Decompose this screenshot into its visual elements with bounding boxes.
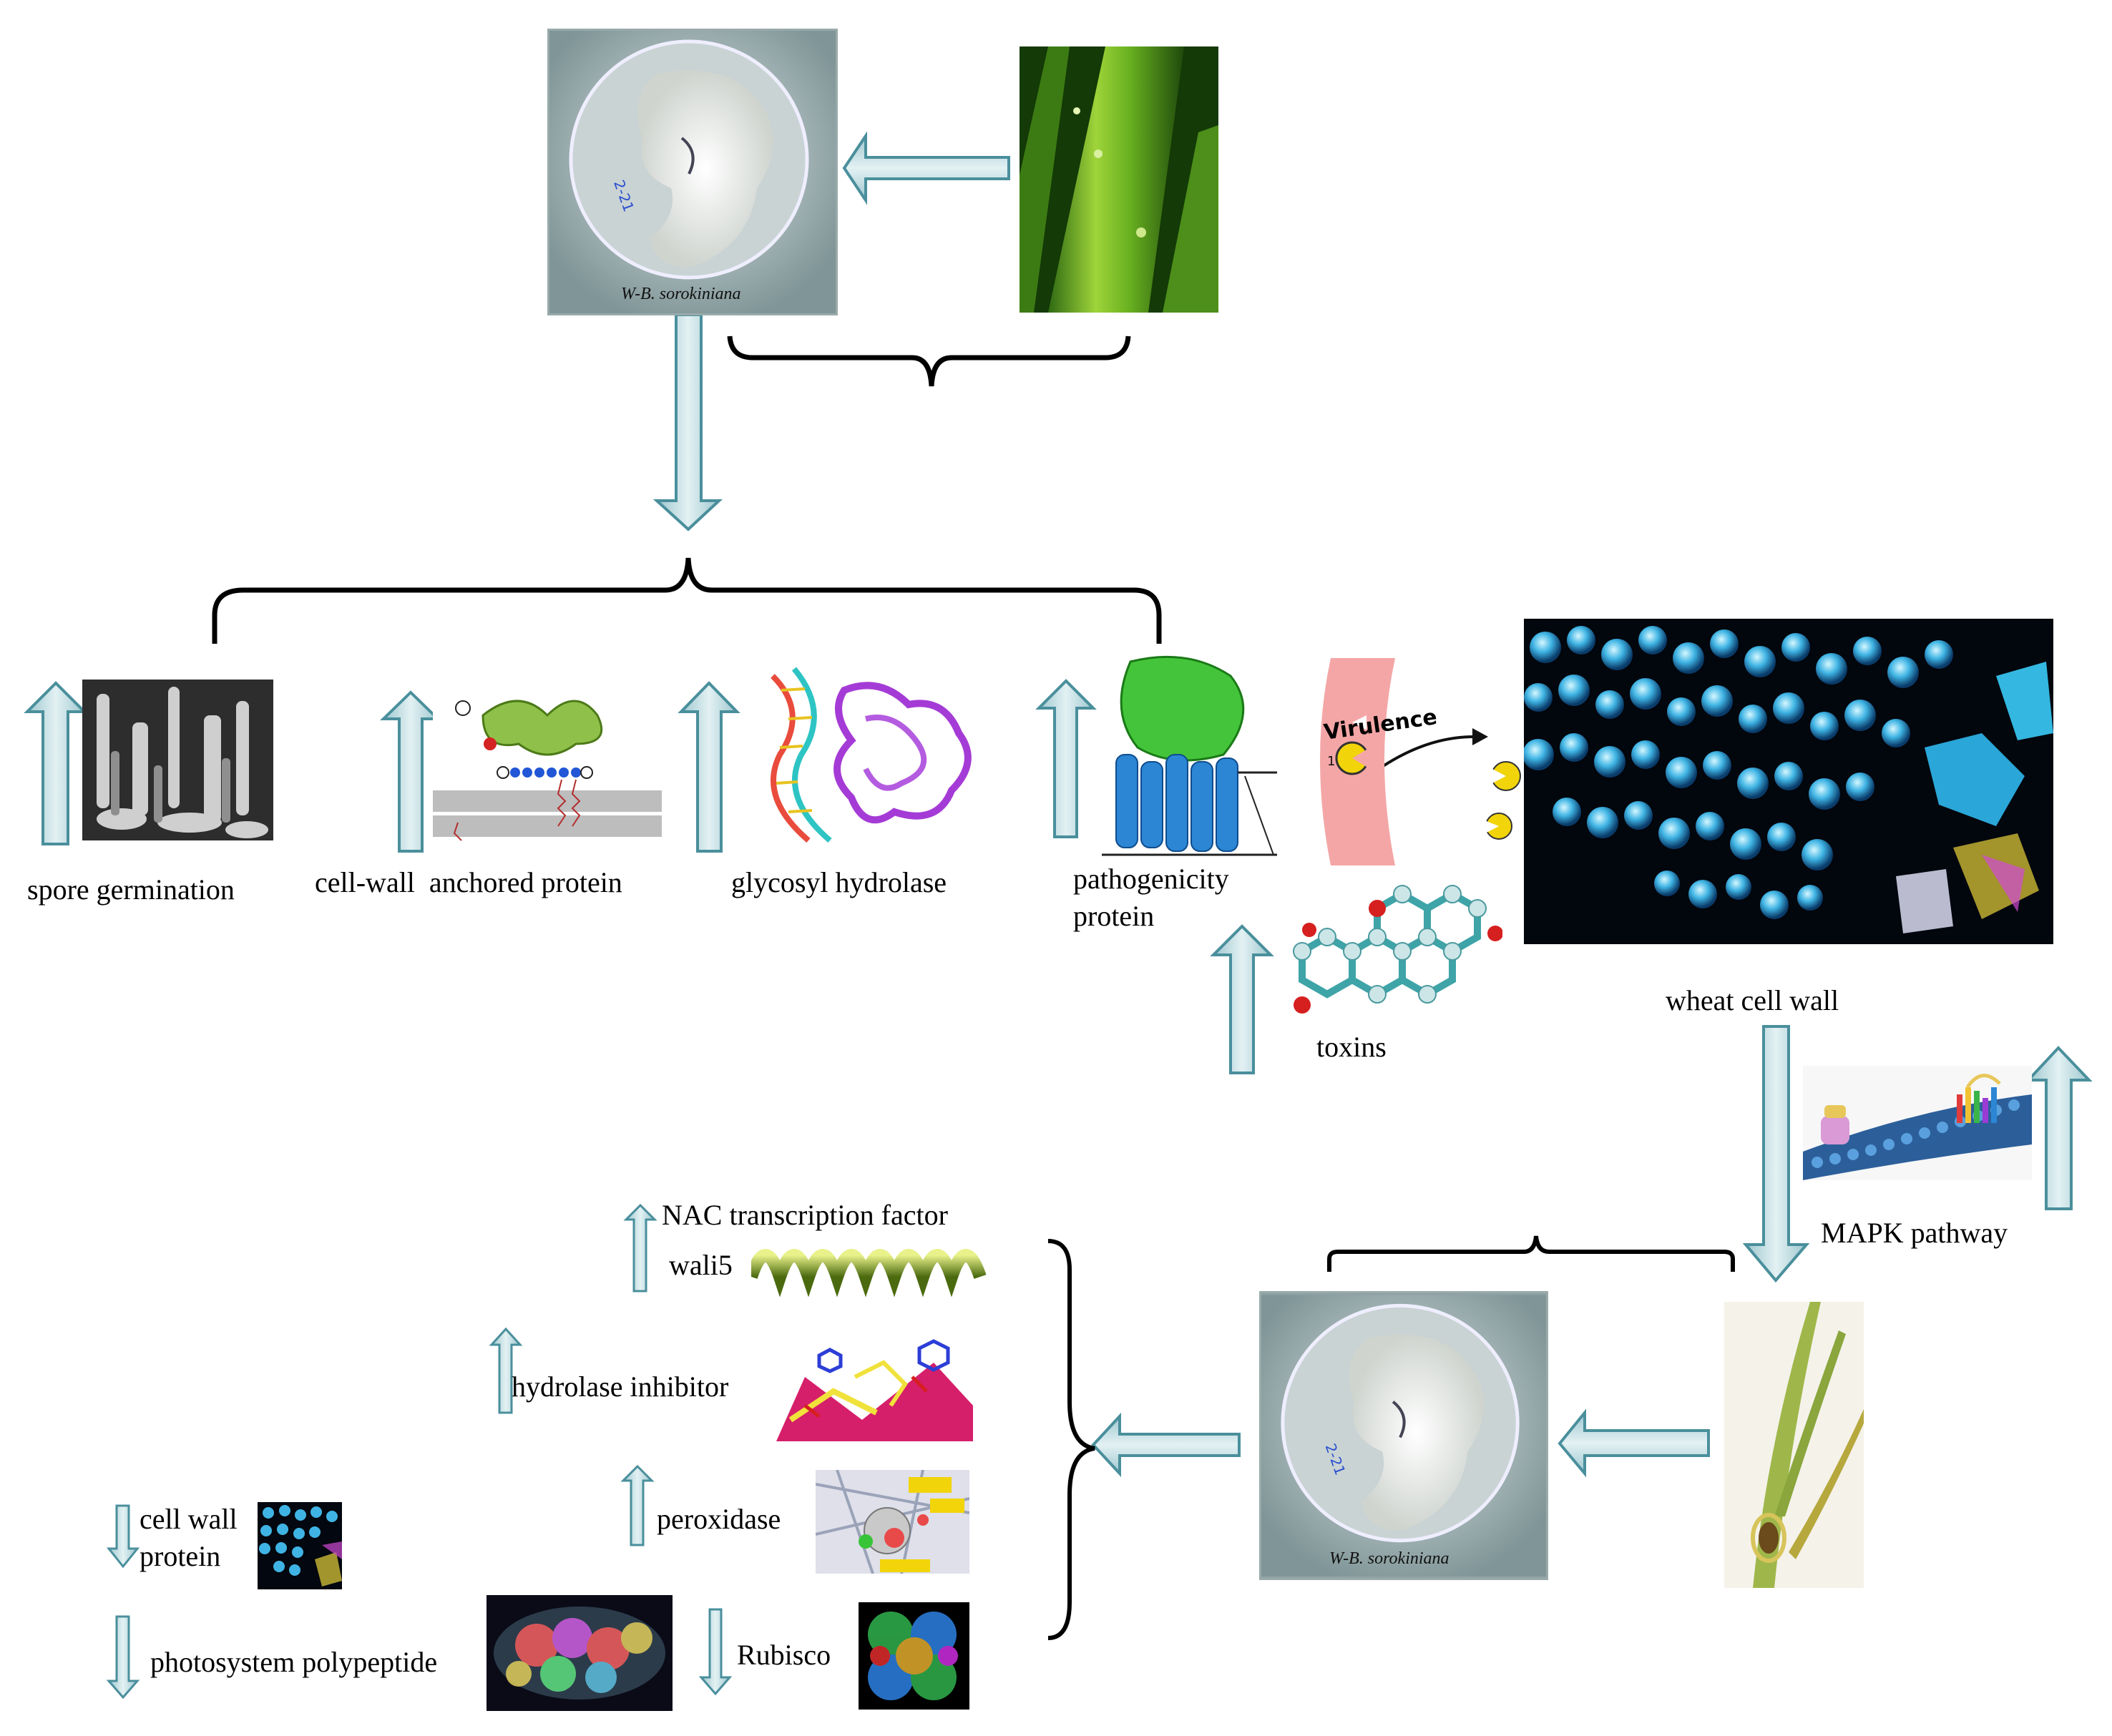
pathogenicity-protein-image [1102,654,1277,862]
arrow-up-pathogenicity [1035,679,1097,838]
arrow-up-mapk [2025,1046,2093,1210]
bracket-top [727,335,1131,387]
arrow-up-toxins [1210,924,1274,1074]
arrow-up-cellwall-anchored [380,690,441,853]
infected-leaf-image [1724,1302,1864,1588]
mapk-pathway-image [1803,1066,2032,1180]
label-wali5: wali5 [669,1249,733,1281]
label-cell-wall-protein-line1: cell wall [140,1503,238,1535]
virulence-arrow [1372,735,1475,774]
svg-text:1: 1 [1327,754,1335,769]
petri-top-caption: W-B. sorokiniana [621,285,741,303]
curly-brace-results [1047,1239,1095,1640]
cell-wall-protein-image [258,1502,342,1589]
arrow-leaf-to-petri [842,131,1010,205]
arrow-down-rubisco [698,1608,733,1696]
petri-bottom-caption: W-B. sorokiniana [1329,1549,1449,1568]
label-wheat-cell-wall: wheat cell wall [1666,984,1839,1016]
label-pathogenicity-line1: pathogenicity [1073,863,1229,895]
label-rubisco: Rubisco [737,1639,831,1671]
petri-dish-top-image: 2-21 W-B. sorokiniana [547,29,838,315]
arrow-down-wheat [1742,1025,1810,1283]
wheat-leaf-top-image [1020,46,1218,313]
nac-helix-image [751,1249,987,1298]
label-toxins: toxins [1316,1031,1387,1063]
peroxidase-image [816,1470,969,1574]
wheat-cell-wall-image [1524,619,2053,944]
label-photosystem-polypeptide: photosystem polypeptide [150,1646,438,1678]
arrow-up-spore [24,681,88,845]
glycosyl-hydrolase-image [744,662,991,855]
label-nac-transcription-factor: NAC transcription factor [662,1199,948,1231]
arrow-down-photosystem [106,1615,140,1700]
bracket-bottom-right [1327,1235,1735,1272]
label-peroxidase: peroxidase [657,1503,781,1535]
label-hydrolase-inhibitor: hydrolase inhibitor [512,1370,729,1403]
virulence-image: 1 Virulence [1309,658,1438,865]
arrow-up-hydrolase-inhibitor [489,1327,523,1414]
hydrolase-inhibitor-image [776,1334,973,1441]
arrow-up-peroxidase [620,1464,655,1546]
arrow-leaf-to-petri-bottom [1558,1408,1710,1478]
label-glycosyl-hydrolase: glycosyl hydrolase [731,866,947,898]
label-mapk-pathway: MAPK pathway [1821,1217,2008,1249]
toxin-molecule-image [1293,885,1502,1014]
bracket-middle [212,557,1162,644]
label-cell-wall-protein-line2: protein [140,1540,221,1572]
label-pathogenicity-line2: protein [1073,900,1155,932]
photosystem-image [487,1595,673,1711]
spore-germination-image [82,680,273,840]
arrow-up-nac [623,1203,657,1293]
label-cell-wall-anchored-protein: cell-wall anchored protein [315,866,622,898]
arrow-petri-to-results [1091,1412,1241,1478]
label-spore-germination: spore germination [27,873,235,906]
rubisco-image [859,1602,969,1710]
arrow-down-cellwall-protein [106,1504,140,1569]
arrow-petri-down [652,313,723,531]
cell-wall-anchored-protein-image [433,687,662,848]
arrow-up-glycosyl [678,681,740,853]
pacman-molecules [1481,761,1521,840]
petri-dish-bottom-image: 2-21 W-B. sorokiniana [1259,1291,1548,1580]
